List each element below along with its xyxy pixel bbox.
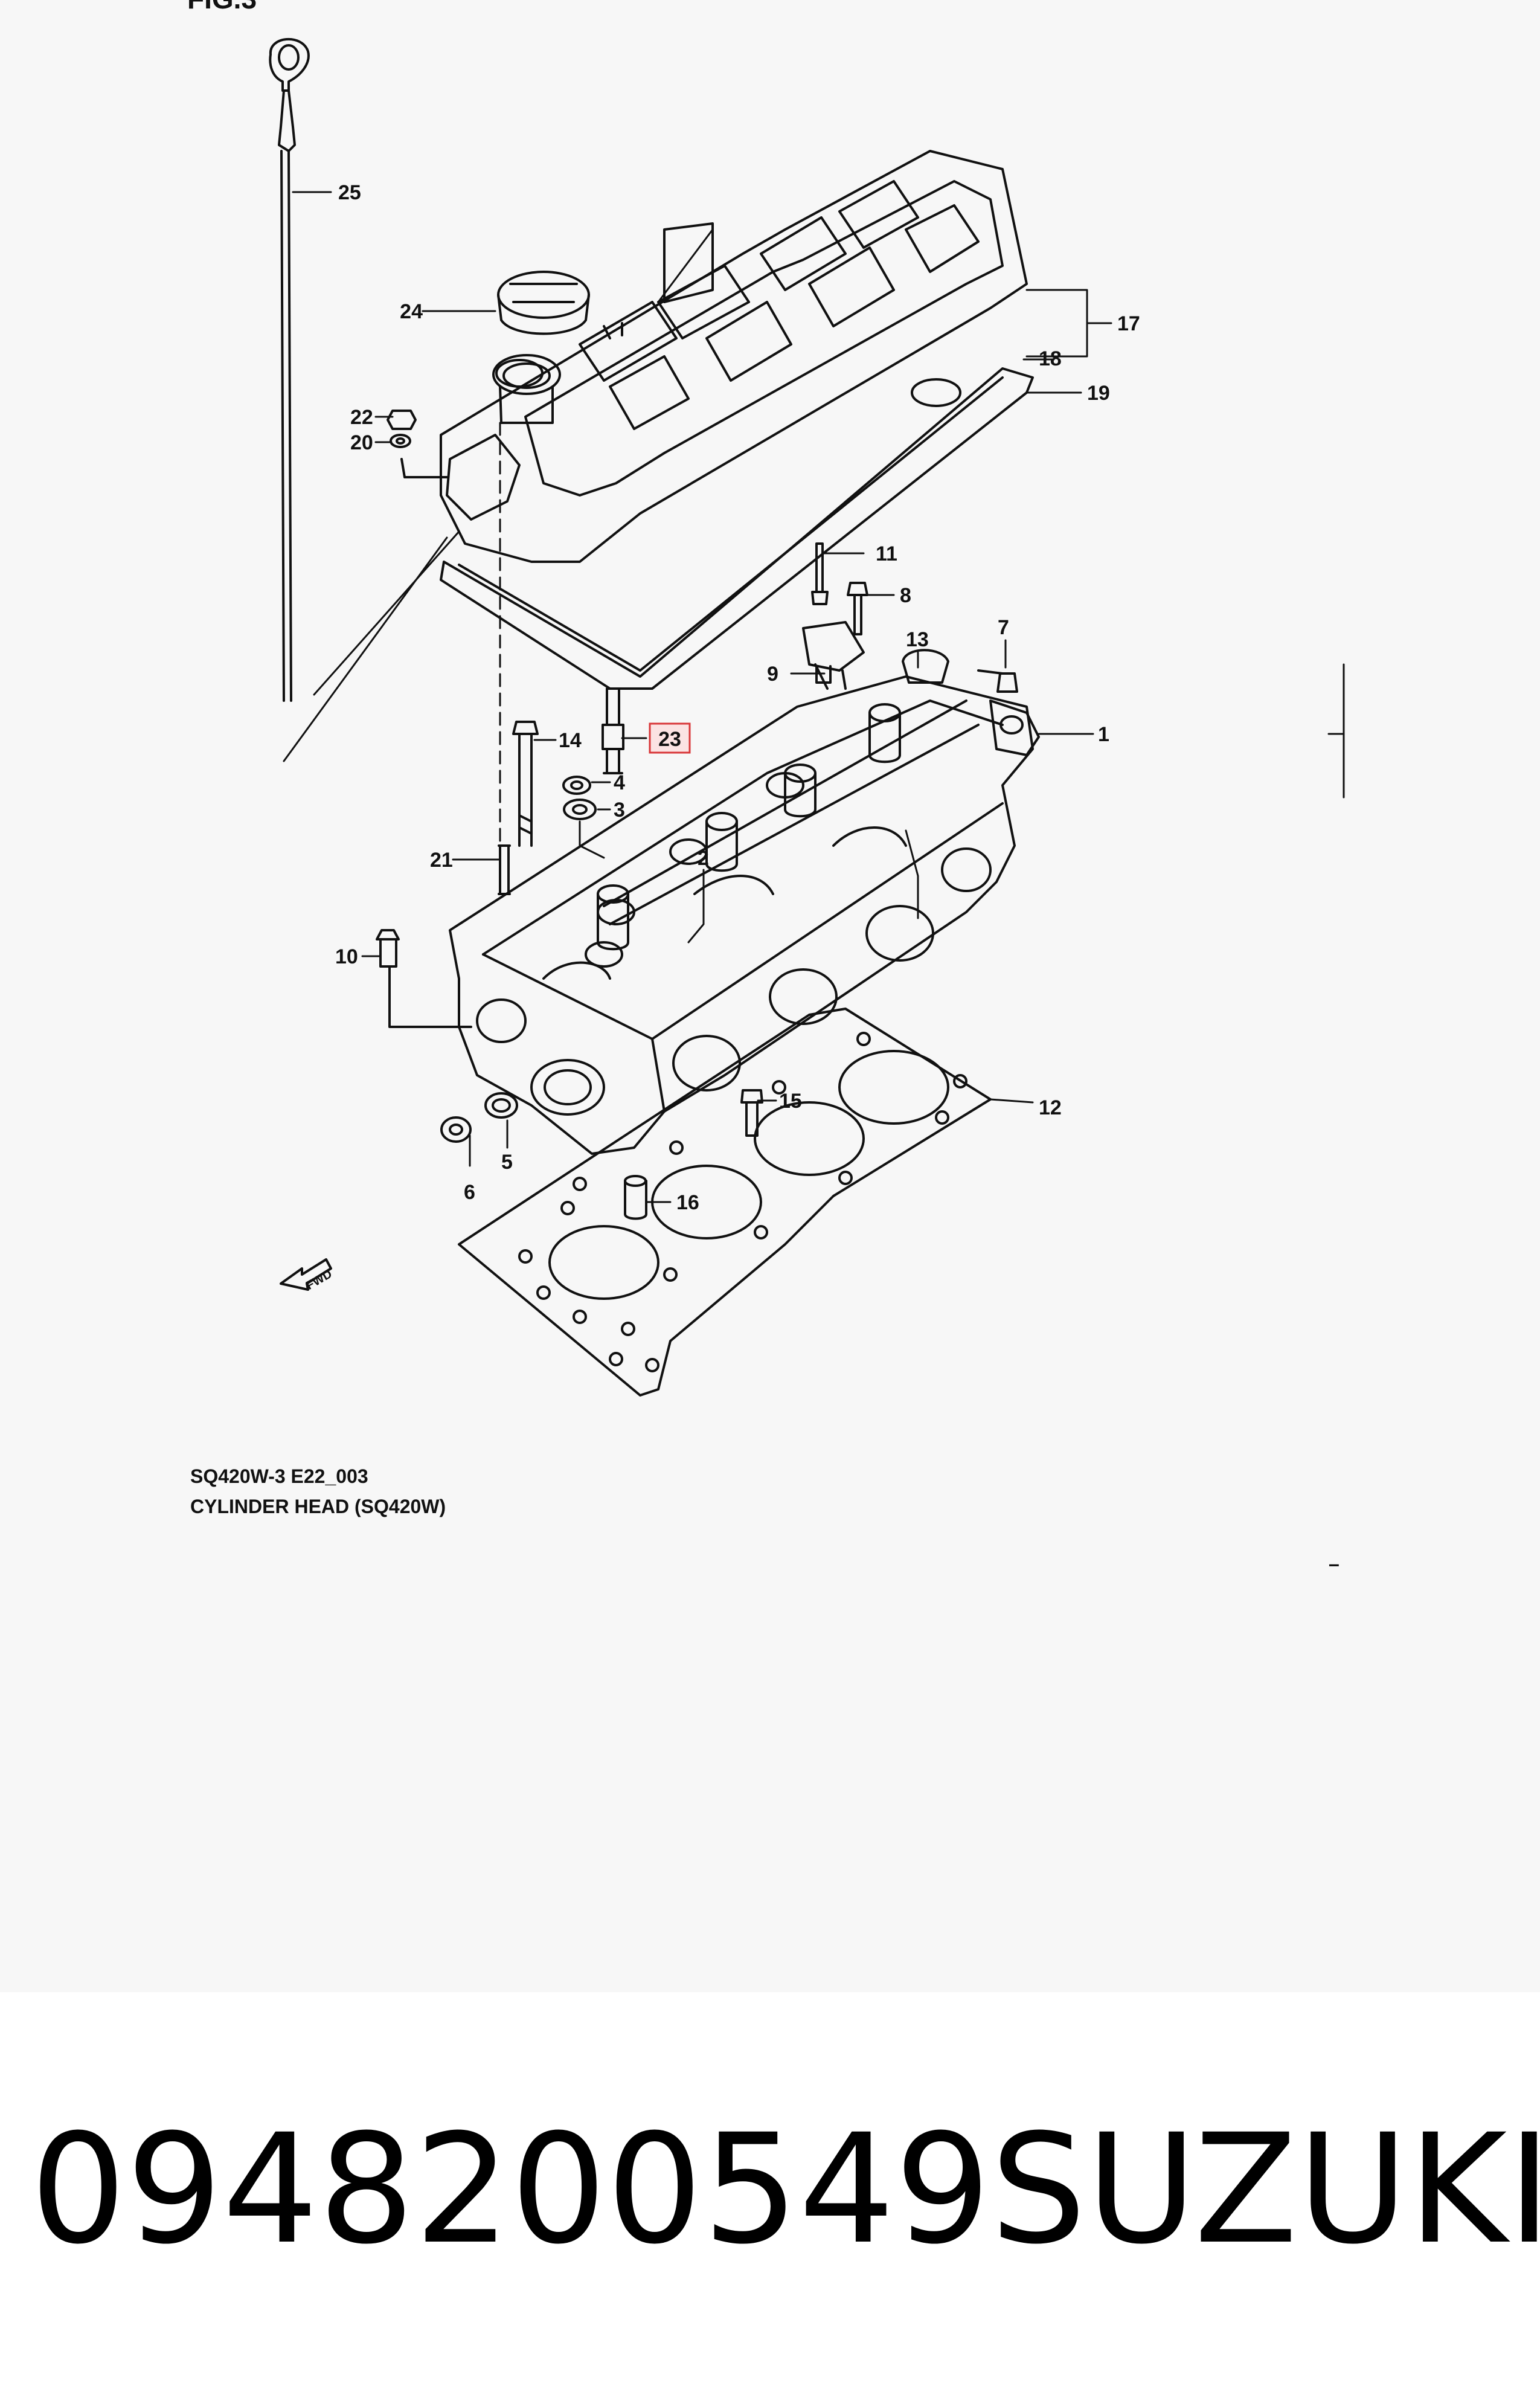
callout-17: 17 xyxy=(1117,312,1140,335)
callout-11: 11 xyxy=(876,542,897,565)
diagram-code: SQ420W-3 E22_003 xyxy=(190,1465,368,1487)
camshaft-housing-parts xyxy=(802,542,1018,693)
callout-18: 18 xyxy=(1039,347,1062,370)
cylinder-head-exploded-diagram: FIG.3 25 24 22 20 17 18 19 11 8 13 7 9 1… xyxy=(187,0,1345,1575)
callout-15: 15 xyxy=(779,1090,802,1113)
oil-level-gauge xyxy=(269,37,310,702)
callout-3: 3 xyxy=(614,799,625,821)
callout-19: 19 xyxy=(1087,382,1110,405)
part-number: 0948200549 xyxy=(30,2101,991,2277)
cylinder-head-bolt xyxy=(512,721,539,847)
callout-16: 16 xyxy=(676,1191,699,1214)
product-info-bar xyxy=(0,1992,1540,2392)
callout-20: 20 xyxy=(350,431,373,454)
callout-5: 5 xyxy=(501,1151,513,1174)
callout-9: 9 xyxy=(767,663,778,686)
cylinder-head-body xyxy=(449,675,1040,1155)
highlight-box-23 xyxy=(649,722,691,754)
callout-4: 4 xyxy=(614,771,625,794)
cover-nut-and-washer xyxy=(387,410,448,478)
callout-13: 13 xyxy=(906,628,929,651)
cylinder-head-cover xyxy=(440,150,1028,563)
callout-22: 22 xyxy=(350,406,373,429)
callout-1: 1 xyxy=(1098,723,1109,746)
callout-8: 8 xyxy=(900,584,911,607)
callout-leaders xyxy=(292,191,1112,1203)
callout-7: 7 xyxy=(998,616,1009,639)
plug-bolt xyxy=(376,929,472,1028)
oil-filler-cap xyxy=(497,271,590,335)
callout-12: 12 xyxy=(1039,1096,1062,1119)
diagram-panel: FIG.3 25 24 22 20 17 18 19 11 8 13 7 9 1… xyxy=(187,0,1345,1575)
diagram-title: CYLINDER HEAD (SQ420W) xyxy=(190,1496,446,1517)
callout-labels: 25 24 22 20 17 18 19 11 8 13 7 9 1 14 23… xyxy=(335,181,1140,1214)
callout-6: 6 xyxy=(464,1181,475,1204)
callout-25: 25 xyxy=(338,181,361,204)
callout-24: 24 xyxy=(400,300,423,323)
cylinder-head-cover-gasket xyxy=(440,367,1034,690)
dash-mark: – xyxy=(1329,1553,1339,1575)
callout-23: 23 xyxy=(658,728,681,751)
callout-10: 10 xyxy=(335,945,358,968)
cylinder-head-gasket xyxy=(458,1008,992,1397)
brand-name: SUZUKI xyxy=(990,2101,1540,2277)
spark-plug xyxy=(602,687,624,774)
fwd-arrow-icon xyxy=(280,1258,332,1291)
callout-14: 14 xyxy=(559,729,582,752)
callout-21: 21 xyxy=(430,849,453,872)
fig-label: FIG.3 xyxy=(187,0,257,14)
stud-bolt xyxy=(498,844,511,895)
callout-2: 2 xyxy=(698,847,709,870)
